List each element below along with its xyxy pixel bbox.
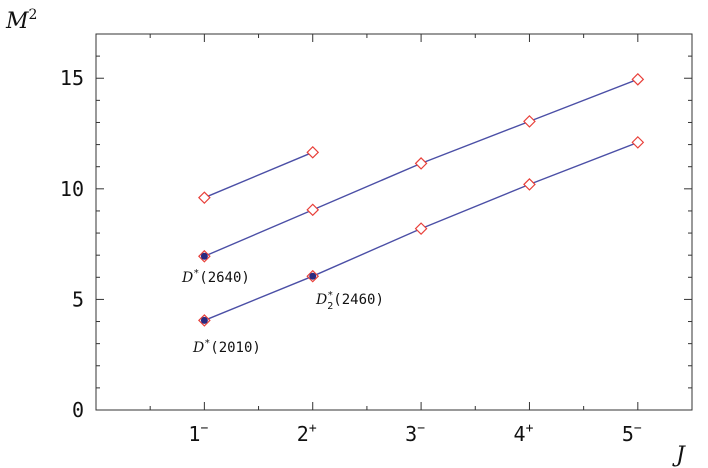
plot-frame <box>95 33 693 411</box>
series-line-0 <box>204 151 313 199</box>
data-point-1-4 <box>631 72 645 86</box>
data-point-2-2 <box>414 222 428 235</box>
data-point-0-0 <box>198 191 211 205</box>
annotation-d-2010: D*(2010) <box>192 338 261 356</box>
measured-point-0 <box>200 252 208 260</box>
annotation-d2-2460: D*2(2460) <box>315 290 384 312</box>
annotation-d-2640: D*(2640) <box>181 268 250 286</box>
data-point-2-3 <box>523 178 536 191</box>
x-tick-label-3: 4+ <box>514 421 534 446</box>
data-point-1-3 <box>523 115 536 128</box>
y-tick-label-0: 0 <box>72 398 84 422</box>
measured-point-1 <box>309 272 317 280</box>
data-point-0-1 <box>306 145 320 159</box>
data-point-1-1 <box>306 203 320 217</box>
y-tick-label-2: 10 <box>60 177 84 201</box>
data-point-1-2 <box>414 157 428 170</box>
data-point-2-4 <box>631 136 645 149</box>
x-tick-label-1: 2+ <box>297 421 317 446</box>
x-tick-label-4: 5− <box>622 421 642 446</box>
y-tick-label-1: 5 <box>72 287 84 311</box>
y-tick-label-3: 15 <box>60 66 84 90</box>
x-tick-label-0: 1− <box>188 421 208 446</box>
x-axis-label: J <box>672 443 686 468</box>
y-axis-label: M2 <box>5 7 37 34</box>
measured-point-2 <box>200 316 208 324</box>
x-tick-label-2: 3− <box>405 421 425 446</box>
